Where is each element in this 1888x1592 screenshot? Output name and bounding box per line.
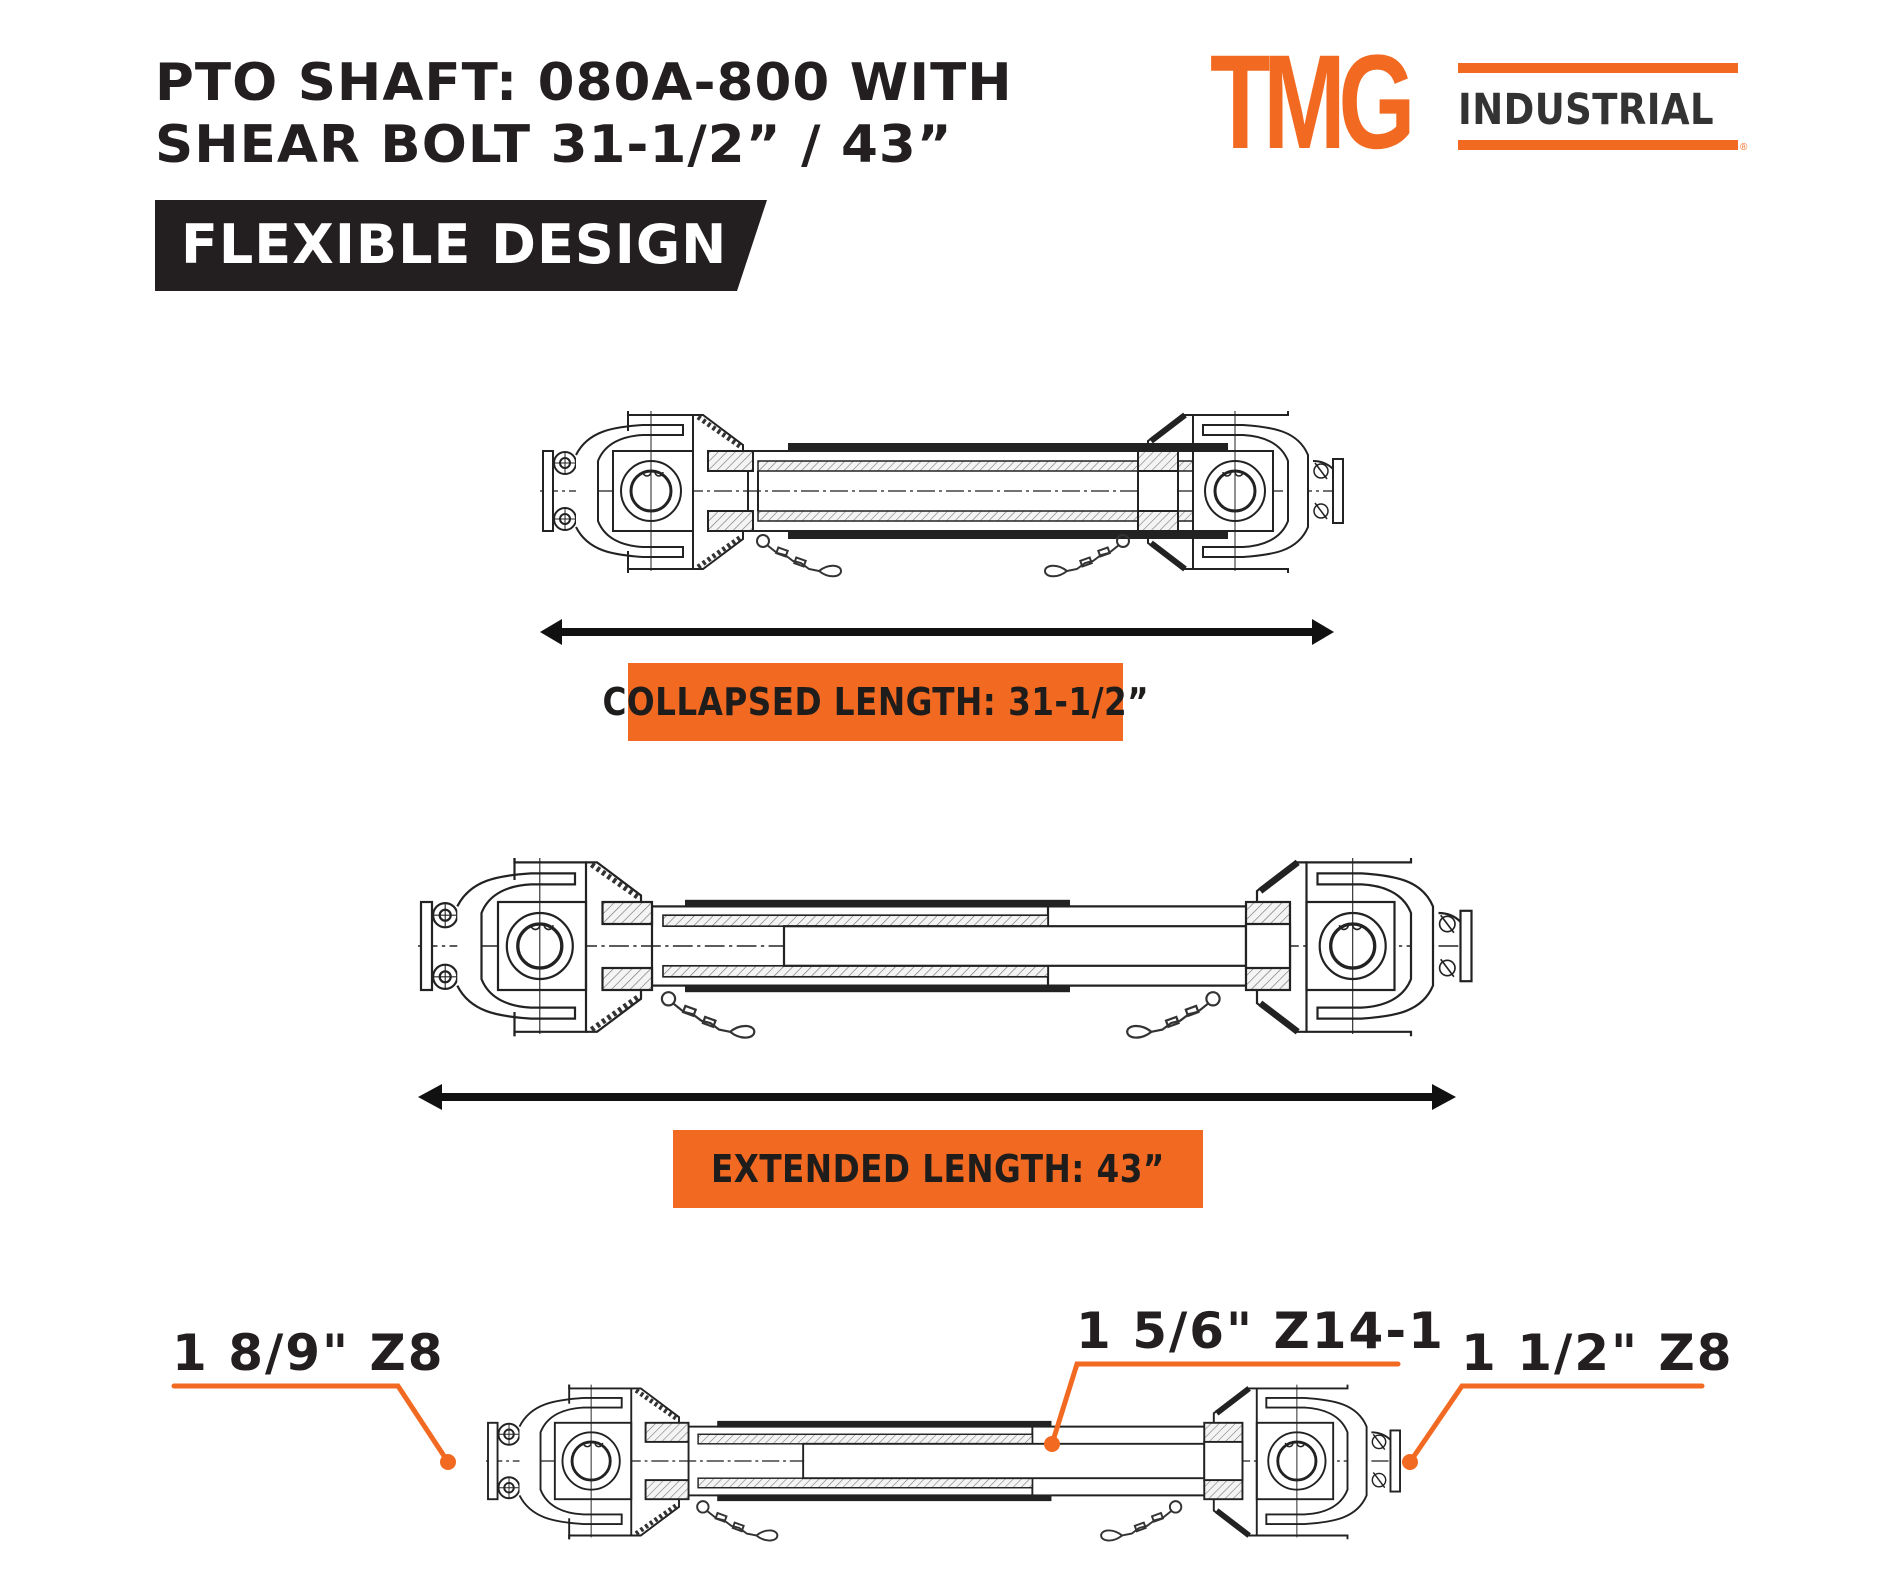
logo-bottom-rule bbox=[1458, 140, 1738, 150]
collapsed-shaft-drawing bbox=[540, 405, 1345, 578]
callout-dot-left bbox=[440, 1454, 456, 1470]
callout-left-spline: 1 8/9" Z8 bbox=[172, 1324, 445, 1382]
title-line-2: SHEAR BOLT 31-1/2” / 43” bbox=[155, 115, 953, 175]
leader-left bbox=[171, 1383, 451, 1465]
logo-wordmark: TMG bbox=[1210, 28, 1416, 177]
page-title: PTO SHAFT: 080A-800 WITH SHEAR BOLT 31-1… bbox=[155, 52, 1013, 176]
logo-subtitle: INDUSTRIAL bbox=[1458, 85, 1715, 135]
collapsed-length-arrow bbox=[540, 619, 1334, 645]
callout-leaders bbox=[171, 1361, 1705, 1470]
extended-shaft-drawing bbox=[418, 848, 1473, 1048]
callout-dot-middle bbox=[1044, 1436, 1060, 1452]
leader-right bbox=[1407, 1383, 1705, 1465]
extended-length-text: EXTENDED LENGTH: 43” bbox=[711, 1147, 1165, 1191]
logo-top-rule bbox=[1458, 63, 1738, 73]
callout-dot-right bbox=[1402, 1454, 1418, 1470]
callout-inner-tube: 1 5/6" Z14-1 bbox=[1076, 1302, 1445, 1360]
title-line-1: PTO SHAFT: 080A-800 WITH bbox=[155, 53, 1013, 113]
registered-mark: ® bbox=[1740, 142, 1748, 153]
collapsed-length-text: COLLAPSED LENGTH: 31-1/2” bbox=[602, 680, 1149, 724]
collapsed-length-label: COLLAPSED LENGTH: 31-1/2” bbox=[602, 663, 1148, 741]
extended-length-arrow bbox=[418, 1084, 1456, 1110]
extended-length-label: EXTENDED LENGTH: 43” bbox=[673, 1130, 1203, 1208]
banner-label: FLEXIBLE DESIGN bbox=[181, 213, 728, 276]
banner-shape bbox=[155, 200, 767, 291]
annotated-shaft-drawing bbox=[486, 1370, 1401, 1555]
brand-logo: TMG INDUSTRIAL ® bbox=[1210, 36, 1750, 170]
feature-banner: FLEXIBLE DESIGN bbox=[155, 200, 767, 291]
callout-right-spline: 1 1/2" Z8 bbox=[1461, 1324, 1734, 1382]
leader-middle bbox=[1049, 1361, 1401, 1447]
